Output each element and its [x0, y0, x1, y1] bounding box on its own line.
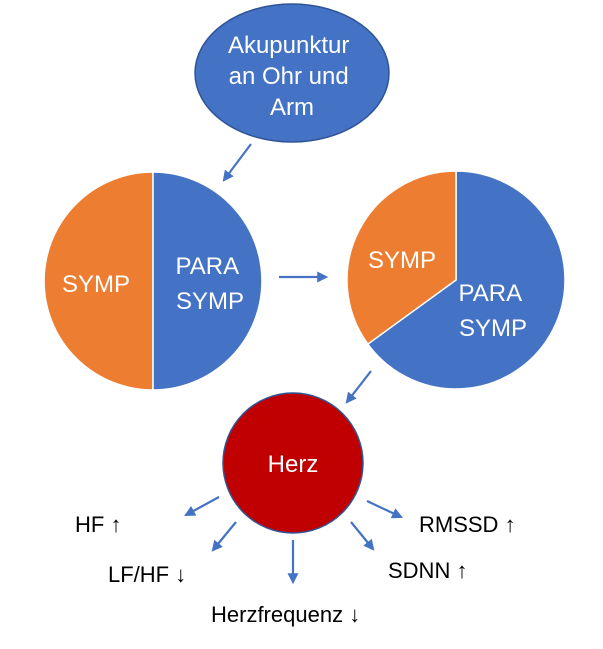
svg-text:Akupunktur an Ohr und: Akupunktur an Ohr und Arm: [228, 32, 356, 121]
pie-before: SYMP PARA SYMP: [43, 171, 263, 391]
pie-before-para-slice: [152, 171, 263, 391]
outcome-hf: HF ↑: [75, 512, 121, 537]
arrow-heart-to-lfhf: [211, 521, 237, 552]
arrow-heart-to-hf: [184, 496, 220, 517]
svg-text:PARA SYMP: PARA SYMP: [459, 280, 528, 342]
outcome-rmssd-arrow: ↑: [505, 512, 516, 537]
heart-node: Herz: [222, 392, 364, 534]
pie-after-para-label-line-1: PARA: [459, 280, 523, 307]
svg-text:PARA SYMP: PARA SYMP: [176, 253, 245, 315]
pie-before-symp-slice: [43, 171, 154, 391]
arrow-pie-after-to-heart: [345, 370, 372, 404]
pie-after-para-label-line-2: SYMP: [459, 315, 527, 342]
outcome-sdnn-arrow: ↑: [456, 558, 467, 583]
source-label-line-3: Arm: [270, 94, 314, 121]
arrow-source-to-pie-before: [222, 143, 252, 182]
outcome-herzfrequenz-arrow: ↓: [349, 602, 360, 627]
outcome-sdnn: SDNN ↑: [388, 558, 467, 583]
outcome-rmssd: RMSSD ↑: [419, 512, 516, 537]
outcome-hf-arrow: ↑: [110, 512, 121, 537]
arrow-heart-to-rmssd: [366, 500, 403, 519]
pie-before-para-label-line-2: SYMP: [176, 288, 244, 315]
pie-after: SYMP PARA SYMP: [346, 170, 566, 390]
source-label-line-2: an Ohr und: [229, 63, 349, 90]
pie-before-para-label-line-1: PARA: [176, 253, 240, 280]
pie-after-para-slice: [366, 170, 566, 390]
heart-label: Herz: [268, 451, 319, 478]
source-label-line-1: Akupunktur: [228, 32, 349, 59]
heart-circle: [222, 392, 364, 534]
pie-before-symp-label: SYMP: [62, 271, 130, 298]
outcome-lfhf-arrow: ↓: [175, 562, 186, 587]
pie-after-symp-slice: [346, 170, 457, 346]
outcome-lfhf: LF/HF ↓: [108, 562, 186, 587]
outcome-herzfrequenz: Herzfrequenz ↓: [211, 602, 360, 627]
source-node: Akupunktur an Ohr und Arm: [194, 3, 390, 143]
pie-after-symp-label: SYMP: [368, 247, 436, 274]
source-ellipse: [194, 3, 390, 143]
arrow-heart-to-sdnn: [350, 521, 375, 551]
